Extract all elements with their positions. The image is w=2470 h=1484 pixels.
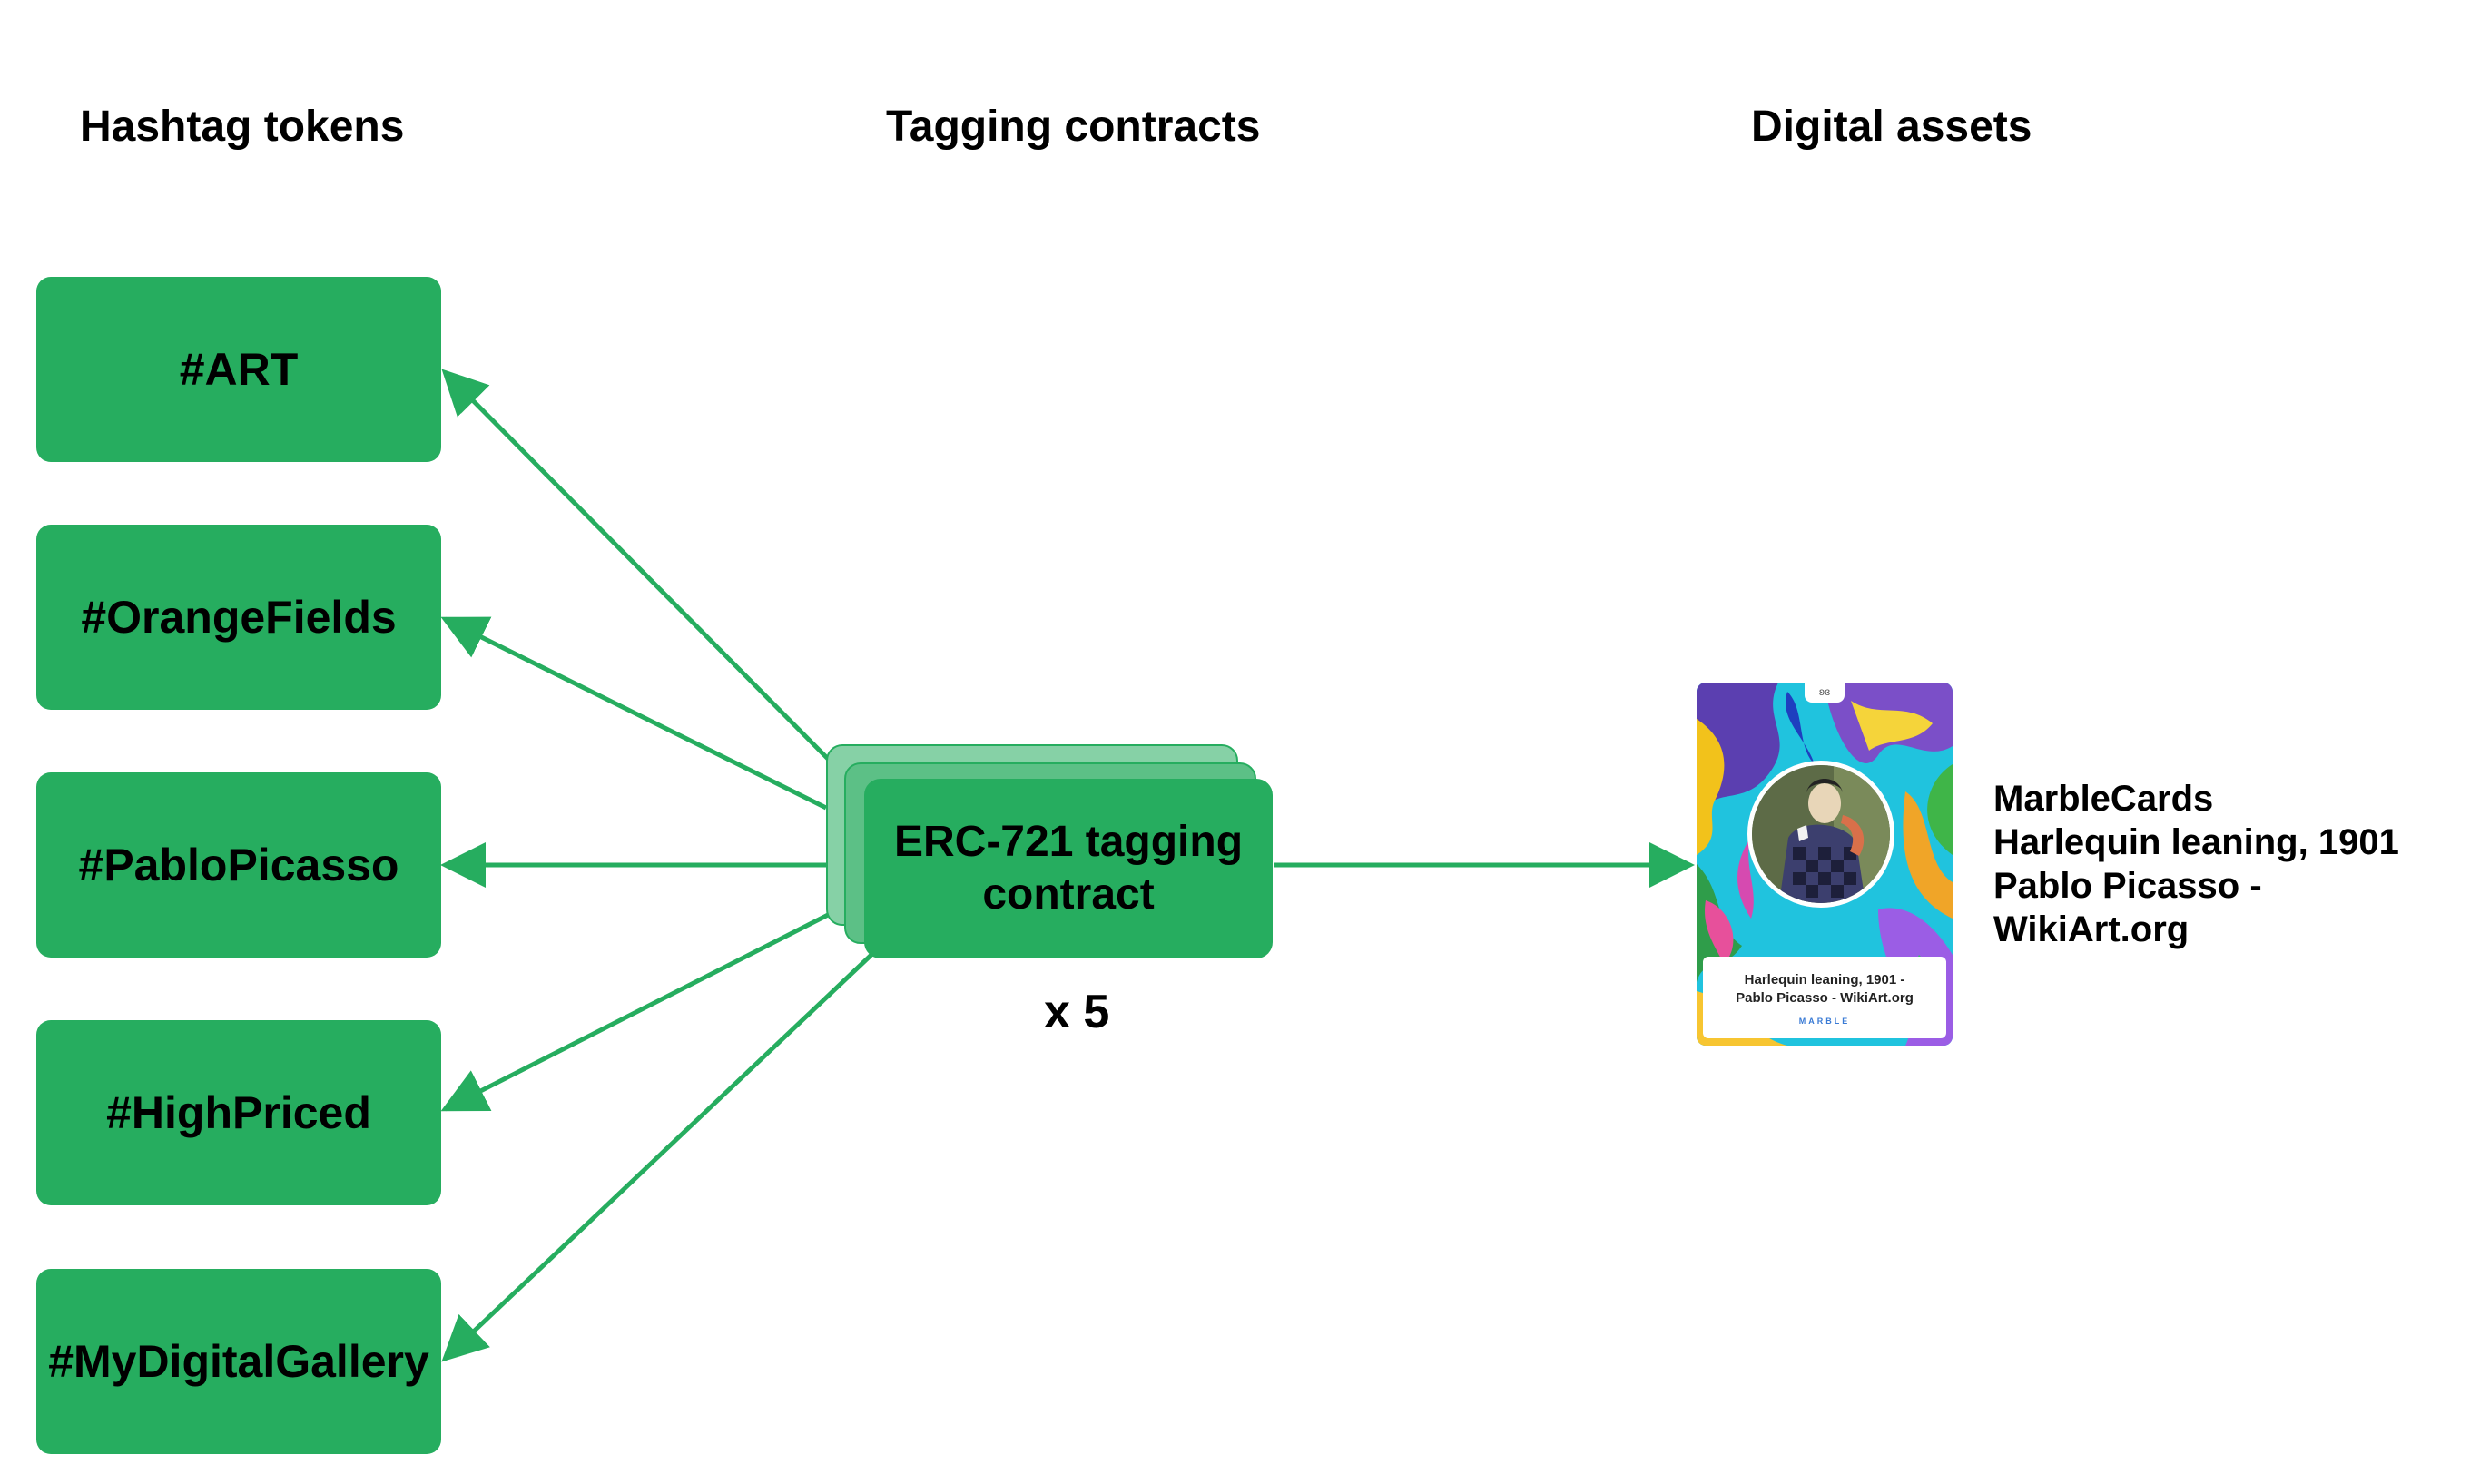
marble-card-image: ʚɞ Harlequin leaning, 19 — [1697, 683, 1953, 1046]
digital-asset-label: MarbleCards Harlequin leaning, 1901 Pabl… — [1993, 777, 2399, 951]
contract-label-line1: ERC-721 tagging — [893, 818, 1244, 866]
hashtag-token-mydigitalgallery: #MyDigitalGallery — [36, 1269, 441, 1454]
card-logo-badge: ʚɞ — [1805, 683, 1845, 703]
hashtag-token-orangefields: #OrangeFields — [36, 525, 441, 710]
hashtag-token-pablopicasso: #PabloPicasso — [36, 772, 441, 958]
hashtag-token-highpriced: #HighPriced — [36, 1020, 441, 1205]
asset-label-line: MarbleCards — [1993, 779, 2214, 819]
arrow-to-highpriced — [440, 909, 835, 1112]
card-brand-logo: MARBLE — [1798, 1017, 1851, 1026]
card-portrait-harlequin — [1747, 761, 1894, 908]
arrow-to-orangefields — [440, 616, 828, 811]
contract-label-line2: contract — [982, 870, 1155, 919]
column-heading-tagging-contracts: Tagging contracts — [886, 103, 1261, 151]
card-caption: Harlequin leaning, 1901 - Pablo Picasso … — [1703, 957, 1946, 1038]
column-heading-digital-assets: Digital assets — [1751, 103, 2032, 151]
asset-label-line: Harlequin leaning, 1901 — [1993, 822, 2399, 862]
erc721-tagging-contract: ERC-721 tagging contract — [864, 779, 1273, 958]
asset-label-line: Pablo Picasso - — [1993, 866, 2262, 906]
hashtag-token-art: #ART — [36, 277, 441, 462]
card-caption-text: Harlequin leaning, 1901 - Pablo Picasso … — [1736, 972, 1914, 1006]
arrow-to-mydigitalgallery — [441, 951, 875, 1362]
column-heading-hashtag-tokens: Hashtag tokens — [80, 103, 405, 151]
asset-label-line: WikiArt.org — [1993, 909, 2190, 949]
contract-count: x 5 — [1044, 986, 1110, 1038]
arrow-to-art — [441, 369, 833, 764]
harlequin-painting-icon — [1752, 765, 1890, 903]
